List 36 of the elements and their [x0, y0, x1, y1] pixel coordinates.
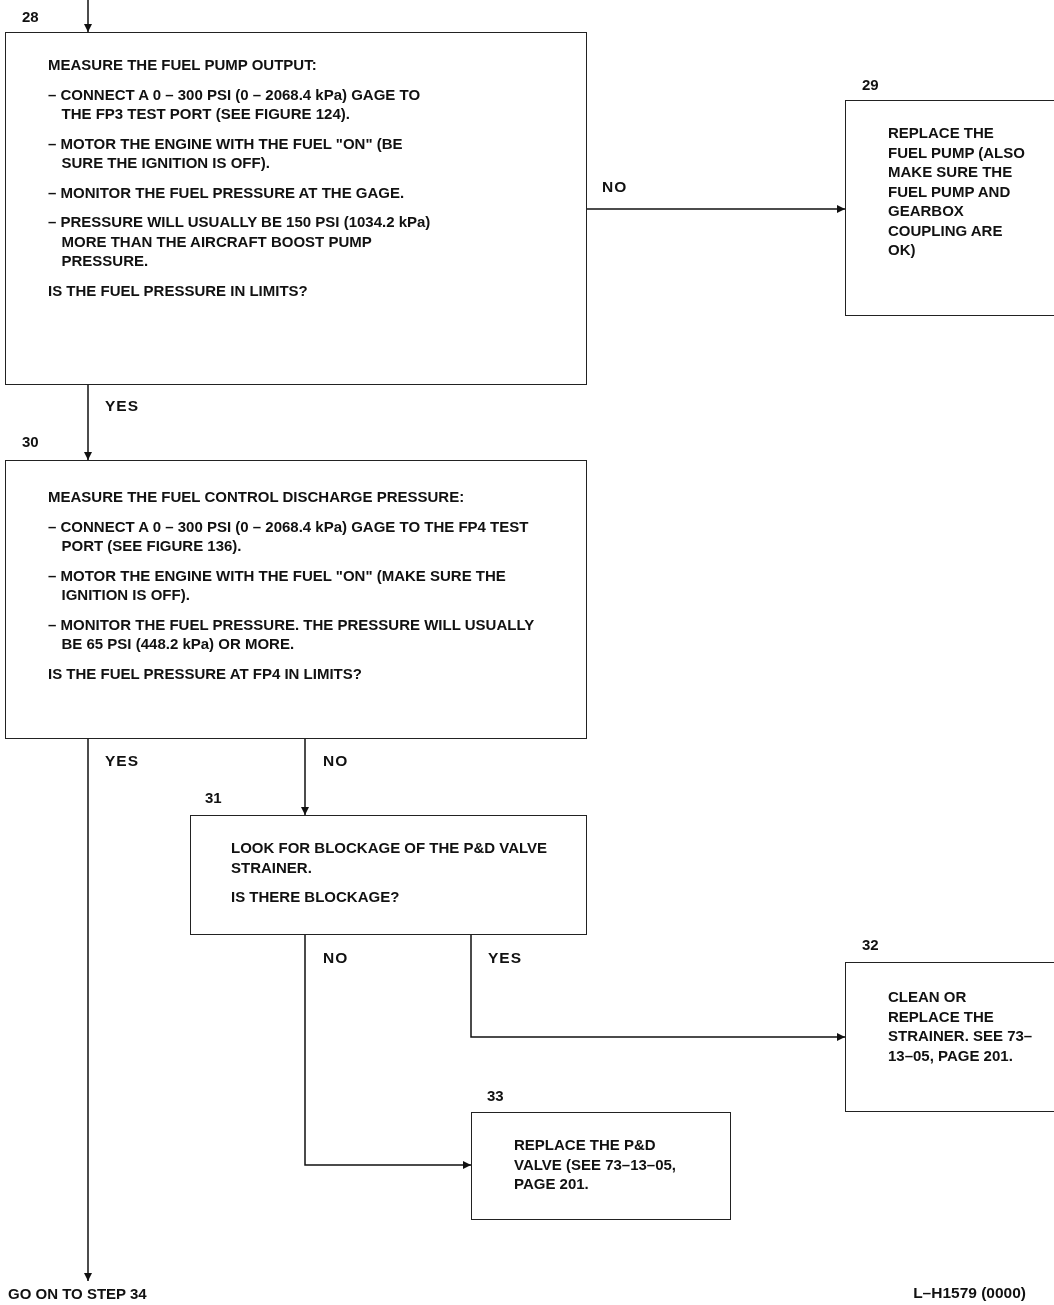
- figure-code: L–H1579 (0000): [913, 1284, 1026, 1302]
- step-number: 30: [22, 433, 39, 450]
- step-text: – MOTOR THE ENGINE WITH THE FUEL "ON" (MAKE SURE THE IGNITION IS OFF).: [48, 565, 507, 605]
- arrow: [470, 934, 846, 1041]
- step-number: 33: [487, 1087, 504, 1104]
- step-text: LOOK FOR BLOCKAGE OF THE P&D VALVE STRAINER.: [231, 838, 549, 877]
- process-box: [471, 1112, 731, 1220]
- arrow: [84, 738, 92, 1282]
- step-number: 28: [22, 8, 39, 25]
- step-text: CLEAN OR REPLACE THE STRAINER. SEE 73–13–05, PAGE 201.: [888, 987, 1034, 1065]
- process-box: [845, 100, 1054, 316]
- step-text: IS THE FUEL PRESSURE AT FP4 IN LIMITS?: [48, 663, 363, 683]
- arrow: [304, 934, 472, 1169]
- arrow: [84, 0, 92, 33]
- process-box: [845, 962, 1054, 1112]
- step-number: 32: [862, 936, 879, 953]
- step-text: IS THERE BLOCKAGE?: [231, 887, 401, 907]
- step-text: – PRESSURE WILL USUALLY BE 150 PSI (1034.2 kPa) MORE THAN THE AIRCRAFT BOOST PUMP PRESSURE.: [48, 212, 432, 271]
- arrow: [301, 738, 309, 816]
- step-text: IS THE FUEL PRESSURE IN LIMITS?: [48, 280, 309, 300]
- step-text: – MONITOR THE FUEL PRESSURE. THE PRESSURE WILL USUALLY BE 65 PSI (448.2 kPa) OR MORE.: [48, 614, 535, 654]
- process-box: [190, 815, 587, 935]
- step-text: REPLACE THE FUEL PUMP (ALSO MAKE SURE THE FUEL PUMP AND GEARBOX COUPLING ARE OK): [888, 123, 1026, 260]
- step-text: REPLACE THE P&D VALVE (SEE 73–13–05, PAGE 201.: [514, 1135, 678, 1194]
- step-number: 31: [205, 789, 222, 806]
- step-number: 29: [862, 76, 879, 93]
- step-text: – CONNECT A 0 – 300 PSI (0 – 2068.4 kPa) GAGE TO THE FP4 TEST PORT (SEE FIGURE 136).: [48, 516, 530, 556]
- step-text: – CONNECT A 0 – 300 PSI (0 – 2068.4 kPa) GAGE TO THE FP3 TEST PORT (SEE FIGURE 124).: [48, 84, 422, 124]
- step-text: MEASURE THE FUEL CONTROL DISCHARGE PRESSURE:: [48, 487, 466, 507]
- arrow: [84, 384, 92, 461]
- step-text: MEASURE THE FUEL PUMP OUTPUT:: [48, 55, 318, 75]
- step-text: – MONITOR THE FUEL PRESSURE AT THE GAGE.: [48, 182, 406, 202]
- step-text: – MOTOR THE ENGINE WITH THE FUEL "ON" (BE SURE THE IGNITION IS OFF).: [48, 133, 404, 173]
- process-box: [5, 32, 587, 385]
- process-box: [5, 460, 587, 739]
- arrow: [586, 205, 846, 213]
